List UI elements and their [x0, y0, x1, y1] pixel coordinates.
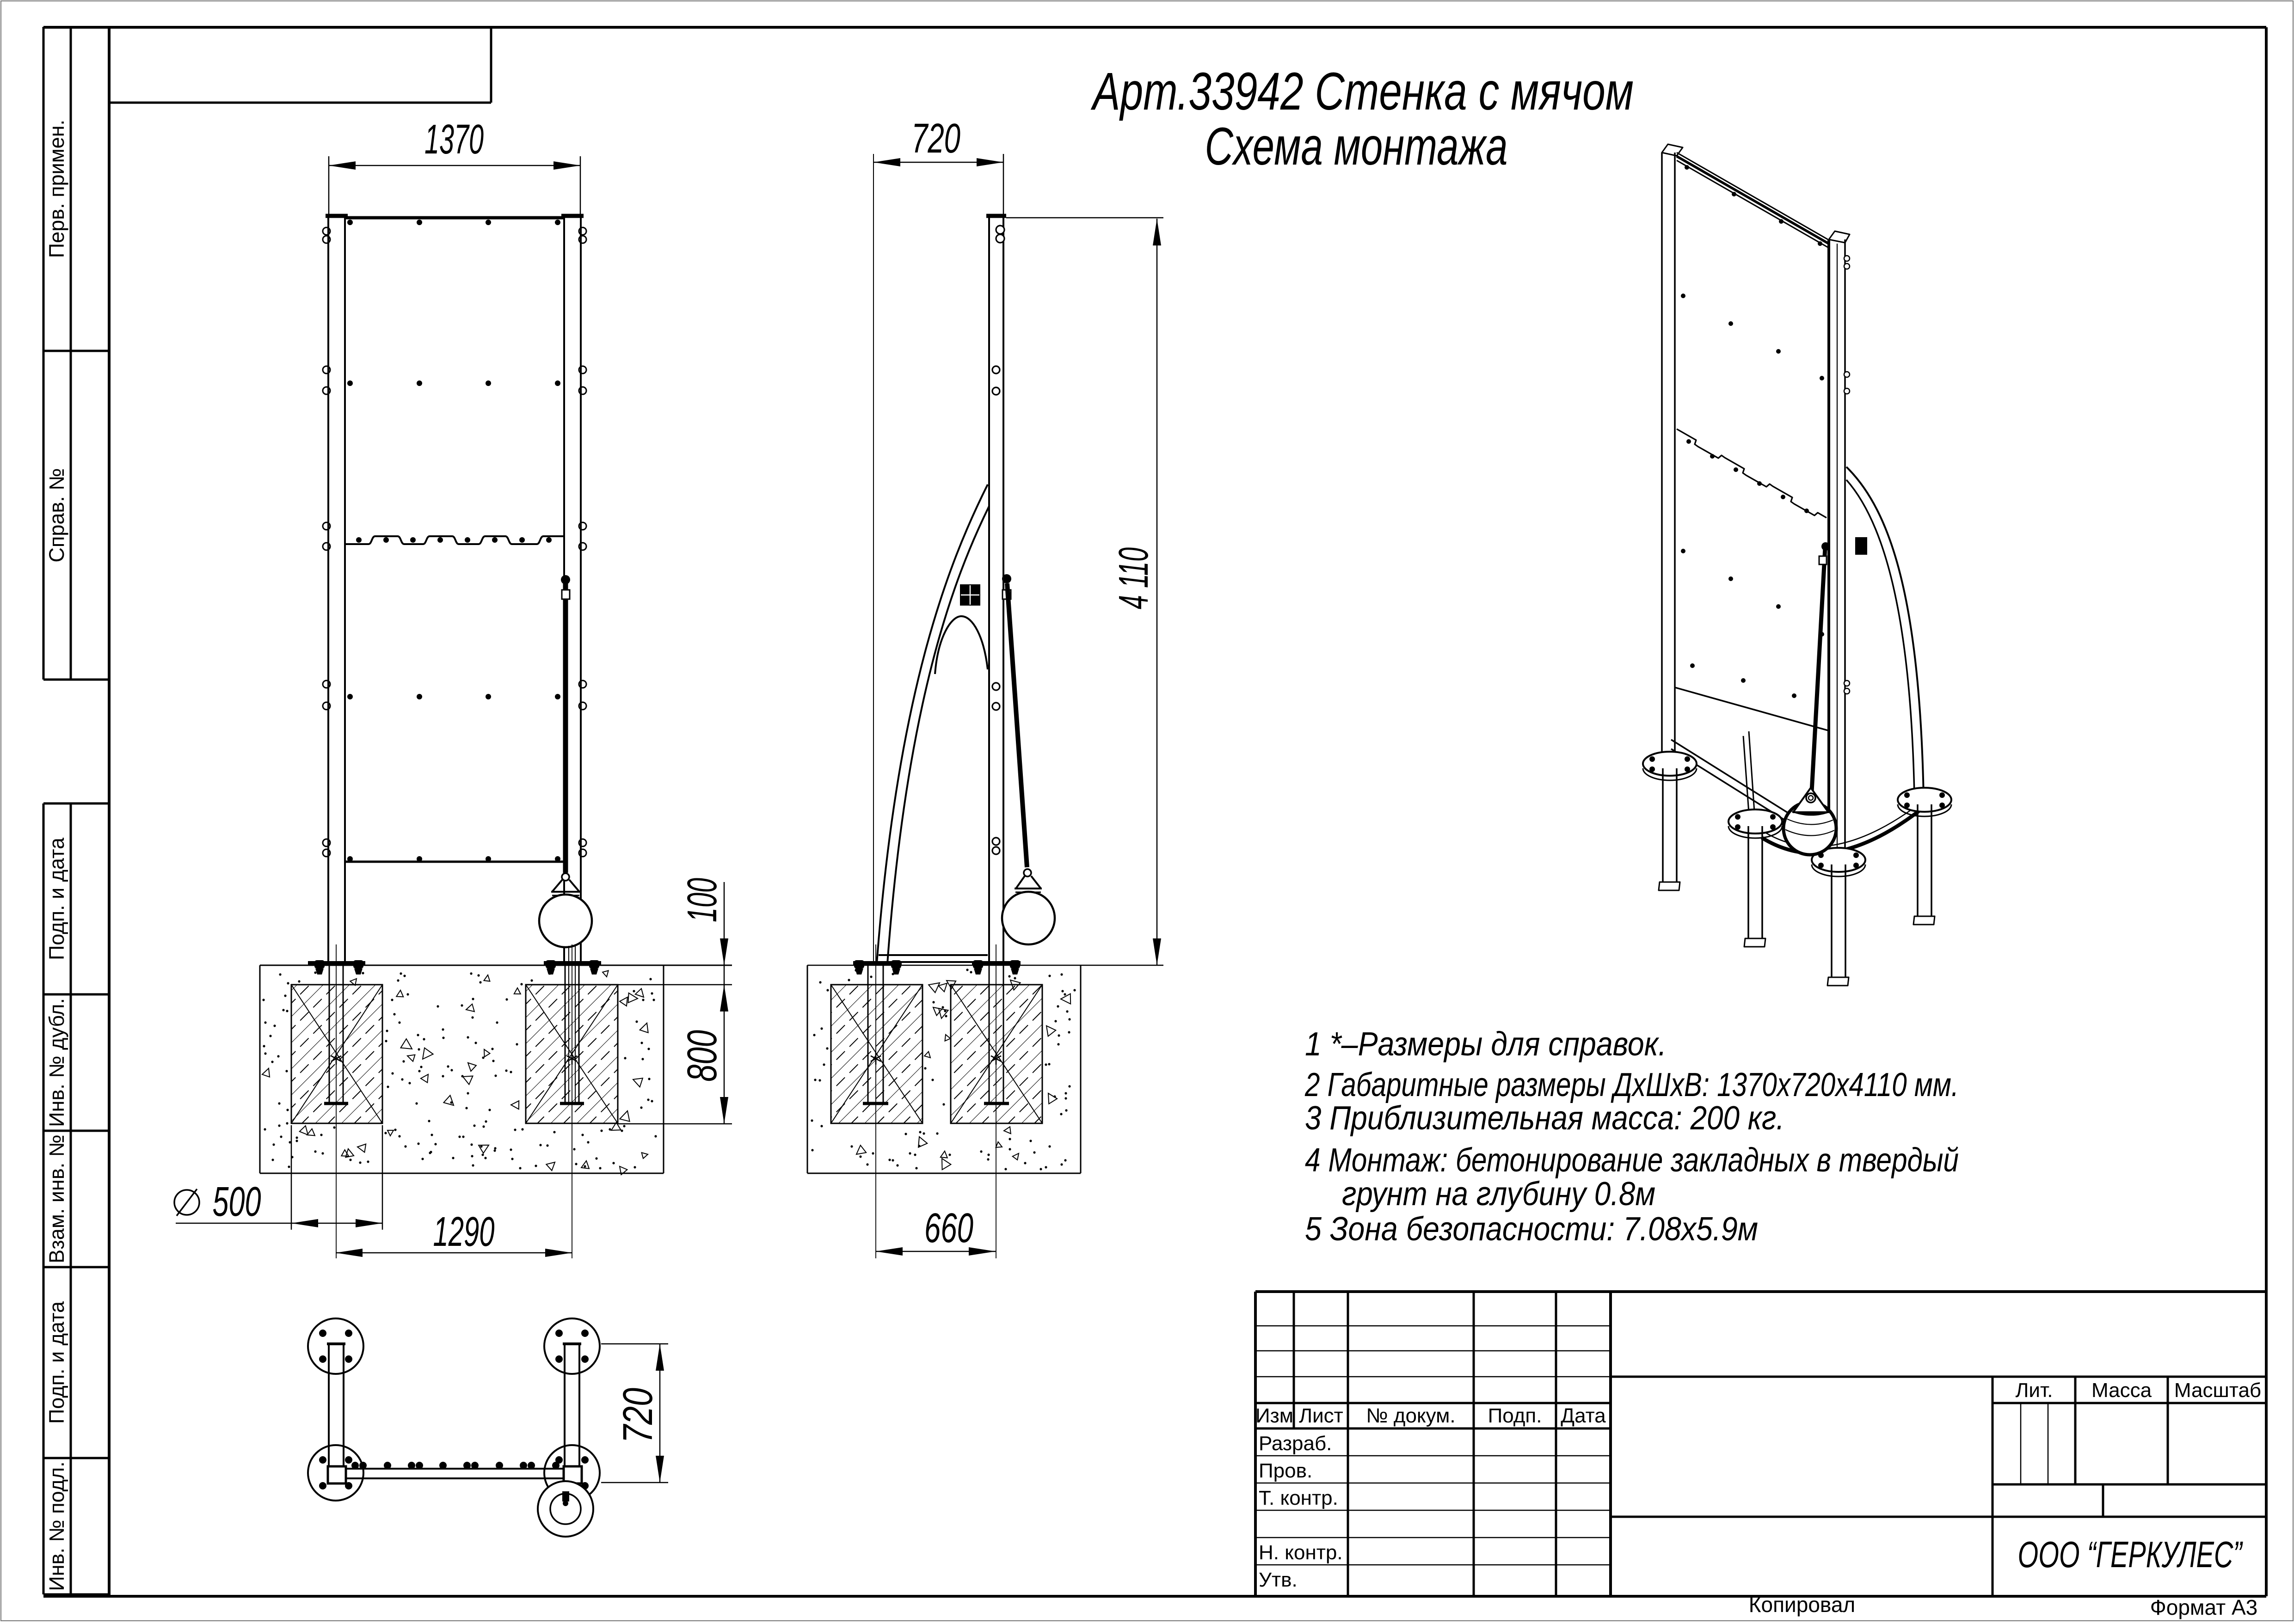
- svg-text:3 Приблизительная масса: 200: 3 Приблизительная масса: 200 кг.: [1305, 1100, 1784, 1137]
- svg-text:1290: 1290: [433, 1209, 495, 1255]
- svg-text:720: 720: [615, 1388, 661, 1443]
- svg-text:4 110: 4 110: [1111, 547, 1157, 609]
- svg-text:660: 660: [924, 1205, 973, 1251]
- svg-text:Перв. примен.: Перв. примен.: [45, 120, 68, 258]
- svg-text:Копировал: Копировал: [1749, 1593, 1856, 1617]
- svg-text:ООО “ГЕРКУЛЕС”: ООО “ГЕРКУЛЕС”: [2018, 1534, 2243, 1575]
- svg-text:Масса: Масса: [2091, 1379, 2152, 1402]
- svg-text:Разраб.: Разраб.: [1259, 1432, 1332, 1455]
- svg-text:Подп. и дата: Подп. и дата: [45, 1301, 68, 1424]
- svg-text:Изм: Изм: [1255, 1404, 1293, 1427]
- svg-text:720: 720: [911, 116, 960, 162]
- svg-text:100: 100: [679, 878, 726, 922]
- svg-text:Формат А3: Формат А3: [2150, 1595, 2257, 1619]
- svg-text:Лит.: Лит.: [2016, 1379, 2053, 1402]
- svg-text:Утв.: Утв.: [1259, 1569, 1298, 1591]
- svg-text:Дата: Дата: [1561, 1404, 1606, 1427]
- svg-text:Масштаб: Масштаб: [2174, 1379, 2261, 1402]
- svg-text:4 Монтаж: бетонирование закла: 4 Монтаж: бетонирование закладных в твер…: [1305, 1142, 1959, 1179]
- svg-text:Схема монтажа: Схема монтажа: [1205, 117, 1508, 176]
- svg-text:Н. контр.: Н. контр.: [1259, 1541, 1343, 1564]
- svg-text:2 Габаритные размеры ДхШхВ: 1: 2 Габаритные размеры ДхШхВ: 1370х720х411…: [1304, 1066, 1959, 1103]
- svg-text:Справ. №: Справ. №: [45, 468, 68, 562]
- svg-text:Инв. № подл.: Инв. № подл.: [45, 1461, 68, 1591]
- svg-text:1370: 1370: [424, 116, 484, 163]
- svg-text:800: 800: [679, 1030, 726, 1082]
- svg-text:Взам. инв. №: Взам. инв. №: [45, 1134, 68, 1263]
- svg-text:Подп. и дата: Подп. и дата: [45, 837, 68, 960]
- svg-text:Арт.33942 Стенка с мячом: Арт.33942 Стенка с мячом: [1090, 62, 1634, 121]
- svg-text:1 *–Размеры для справок.: 1 *–Размеры для справок.: [1305, 1026, 1667, 1063]
- svg-text:Пров.: Пров.: [1259, 1459, 1312, 1482]
- svg-text:500: 500: [213, 1179, 261, 1225]
- svg-text:5 Зона безопасности: 7.08х5.9: 5 Зона безопасности: 7.08х5.9м: [1305, 1211, 1758, 1248]
- svg-text:№ докум.: № докум.: [1366, 1404, 1455, 1427]
- svg-text:грунт на глубину 0.8м: грунт на глубину 0.8м: [1342, 1176, 1655, 1213]
- svg-text:Подп.: Подп.: [1488, 1404, 1542, 1427]
- svg-text:Лист: Лист: [1299, 1404, 1343, 1427]
- svg-text:Инв. № дубл.: Инв. № дубл.: [45, 998, 68, 1127]
- svg-text:Т. контр.: Т. контр.: [1259, 1487, 1338, 1509]
